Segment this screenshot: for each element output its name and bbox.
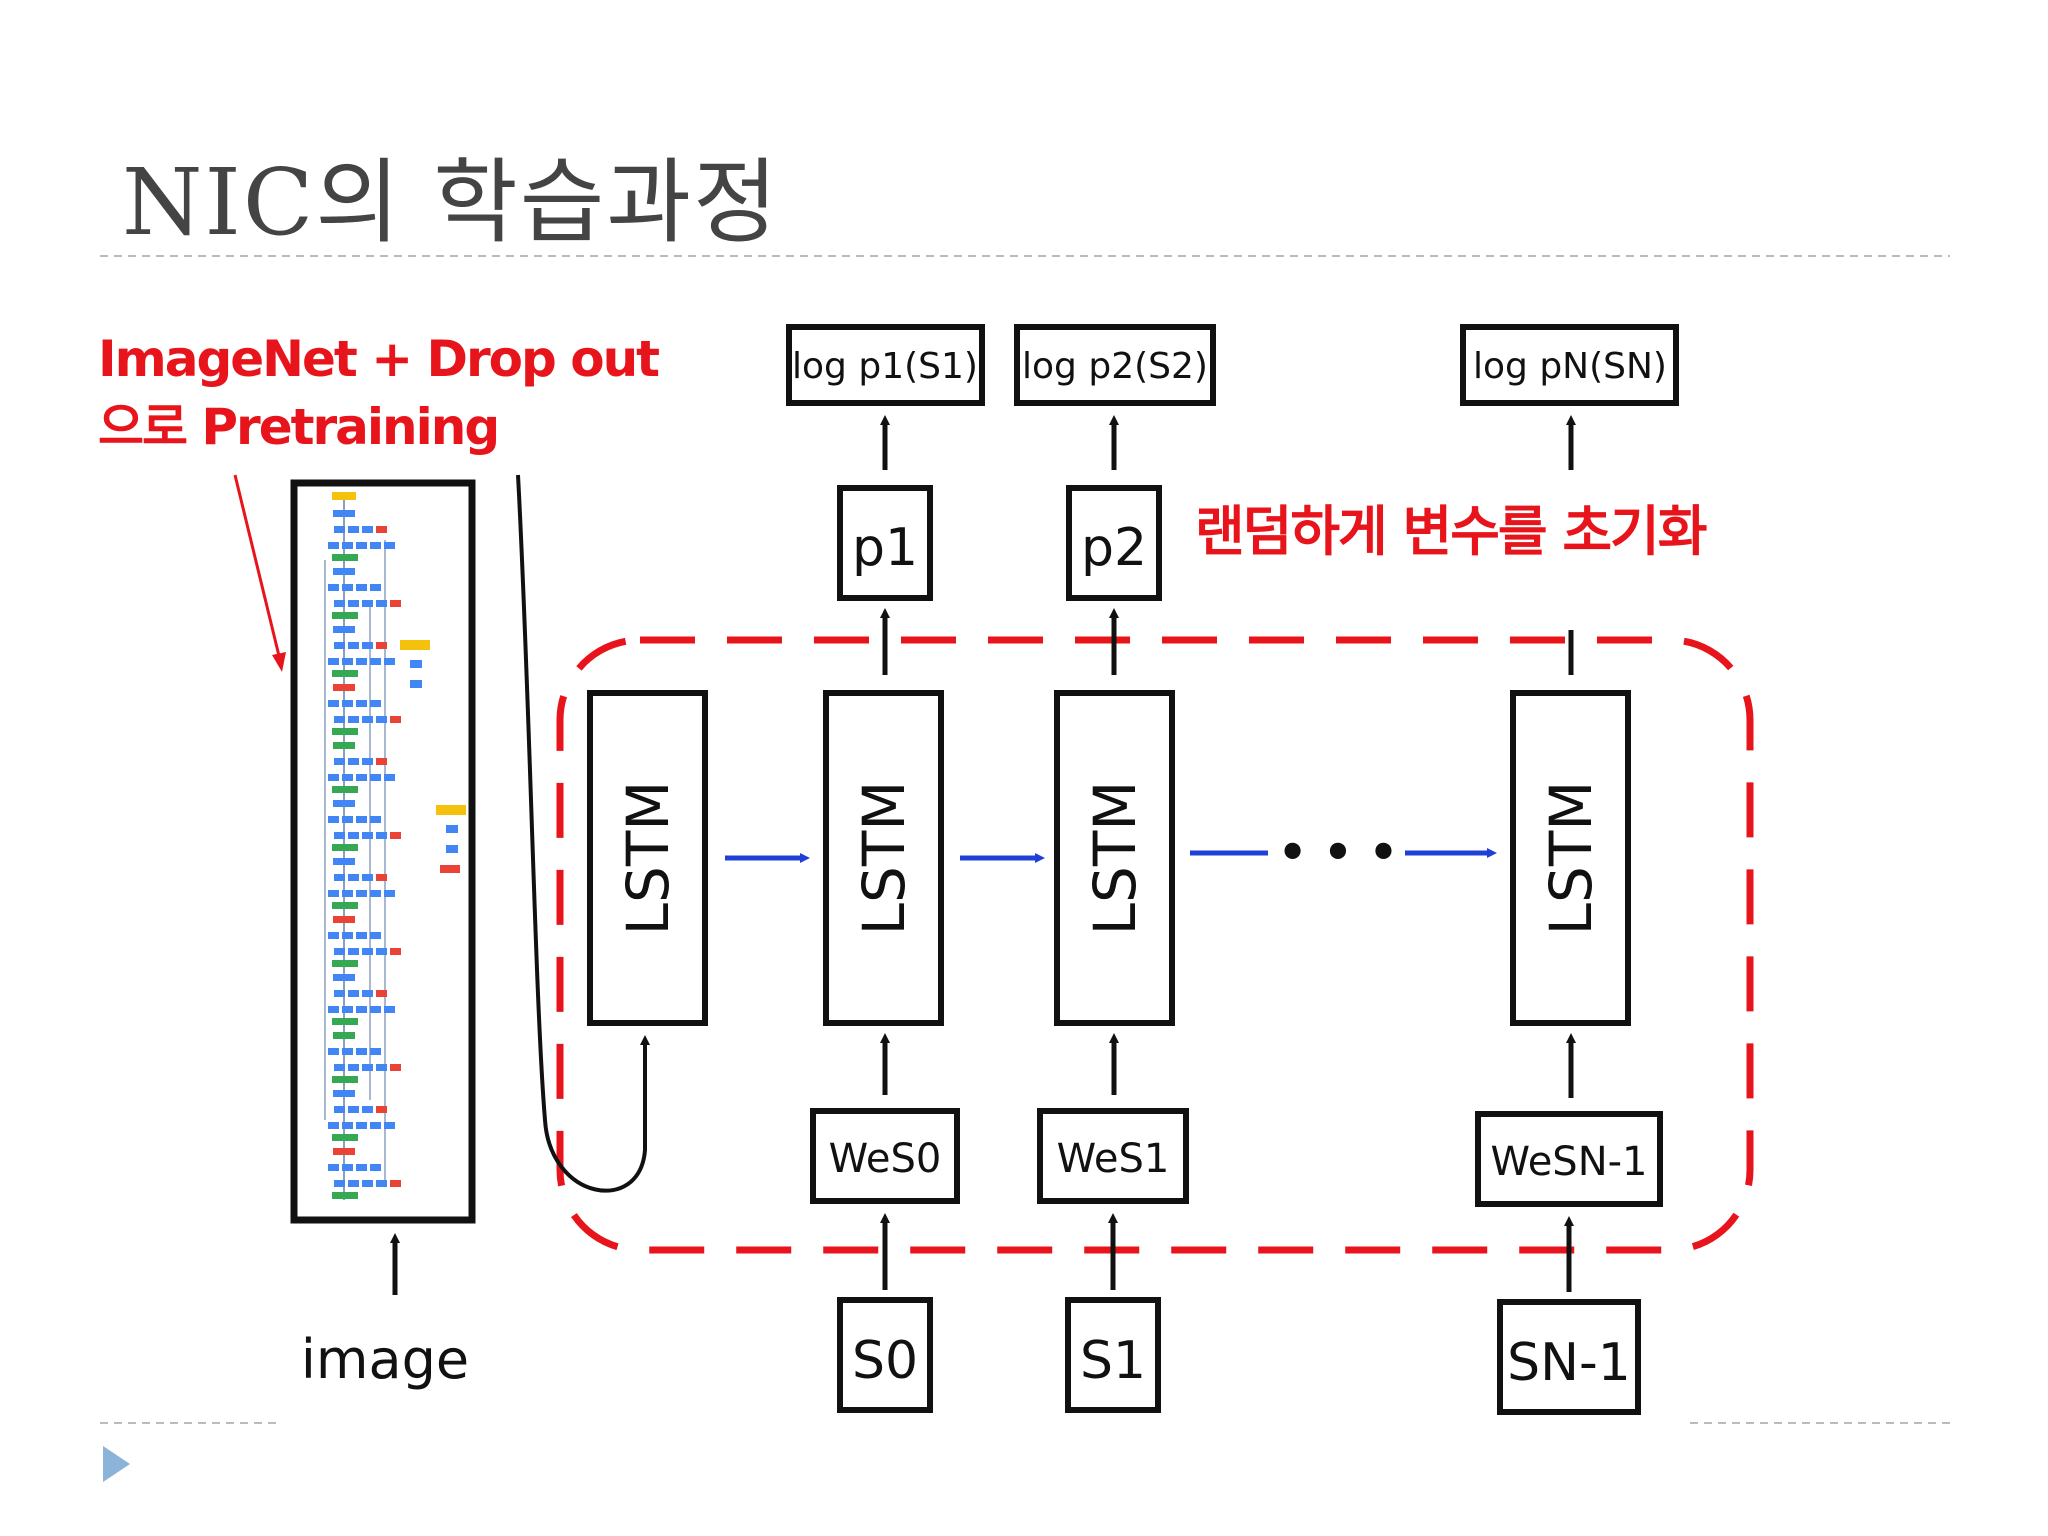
log-prob-label: log pN(SN) bbox=[1473, 346, 1667, 387]
ellipsis: • • • bbox=[1278, 825, 1398, 879]
lstm-cell-1: LSTM bbox=[823, 690, 944, 1026]
input-label: S0 bbox=[852, 1331, 918, 1391]
input-box-n: SN-1 bbox=[1497, 1299, 1641, 1415]
image-label: image bbox=[301, 1328, 469, 1391]
input-box-0: S0 bbox=[837, 1297, 933, 1413]
log-prob-box-1: log p1(S1) bbox=[786, 324, 985, 406]
image-feature-connector bbox=[516, 474, 650, 1193]
log-prob-box-n: log pN(SN) bbox=[1460, 324, 1679, 406]
embedding-box-0: WeS0 bbox=[810, 1108, 960, 1204]
embedding-label: WeSN-1 bbox=[1490, 1139, 1647, 1185]
lstm-label: LSTM bbox=[1537, 781, 1605, 936]
lstm-label: LSTM bbox=[1081, 781, 1149, 936]
prob-box-2: p2 bbox=[1066, 485, 1162, 601]
lstm-cell-0: LSTM bbox=[587, 690, 708, 1026]
pretraining-annotation-line1: ImageNet + Drop out bbox=[98, 330, 660, 388]
pretraining-annotation: ImageNet + Drop out 으로 Pretraining bbox=[98, 325, 660, 461]
input-label: S1 bbox=[1080, 1331, 1146, 1391]
input-label: SN-1 bbox=[1507, 1333, 1631, 1393]
input-box-1: S1 bbox=[1065, 1297, 1161, 1413]
cnn-network-thumbnail bbox=[324, 492, 466, 1200]
log-prob-label: log p2(S2) bbox=[1022, 346, 1208, 387]
pretraining-pointer-head bbox=[272, 652, 286, 672]
embedding-label: WeS1 bbox=[1057, 1136, 1170, 1182]
log-prob-box-2: log p2(S2) bbox=[1014, 324, 1216, 406]
lstm-cell-2: LSTM bbox=[1054, 690, 1175, 1026]
lstm-label: LSTM bbox=[614, 781, 682, 936]
log-prob-label: log p1(S1) bbox=[792, 346, 978, 387]
pretraining-annotation-line2: 으로 Pretraining bbox=[98, 398, 500, 456]
pretraining-pointer-arrow bbox=[233, 474, 282, 661]
embedding-box-n: WeSN-1 bbox=[1475, 1111, 1663, 1207]
embedding-label: WeS0 bbox=[829, 1136, 942, 1182]
slide-title: NIC의 학습과정 bbox=[122, 149, 780, 256]
random-init-annotation: 랜덤하게 변수를 초기화 bbox=[1195, 500, 1707, 563]
prob-box-1: p1 bbox=[837, 485, 933, 601]
lstm-label: LSTM bbox=[850, 781, 918, 936]
prob-label: p1 bbox=[852, 518, 918, 578]
embedding-box-1: WeS1 bbox=[1037, 1108, 1189, 1204]
lstm-cell-n: LSTM bbox=[1510, 690, 1631, 1026]
triangle-bullet-icon bbox=[103, 1446, 130, 1482]
prob-label: p2 bbox=[1081, 518, 1147, 578]
